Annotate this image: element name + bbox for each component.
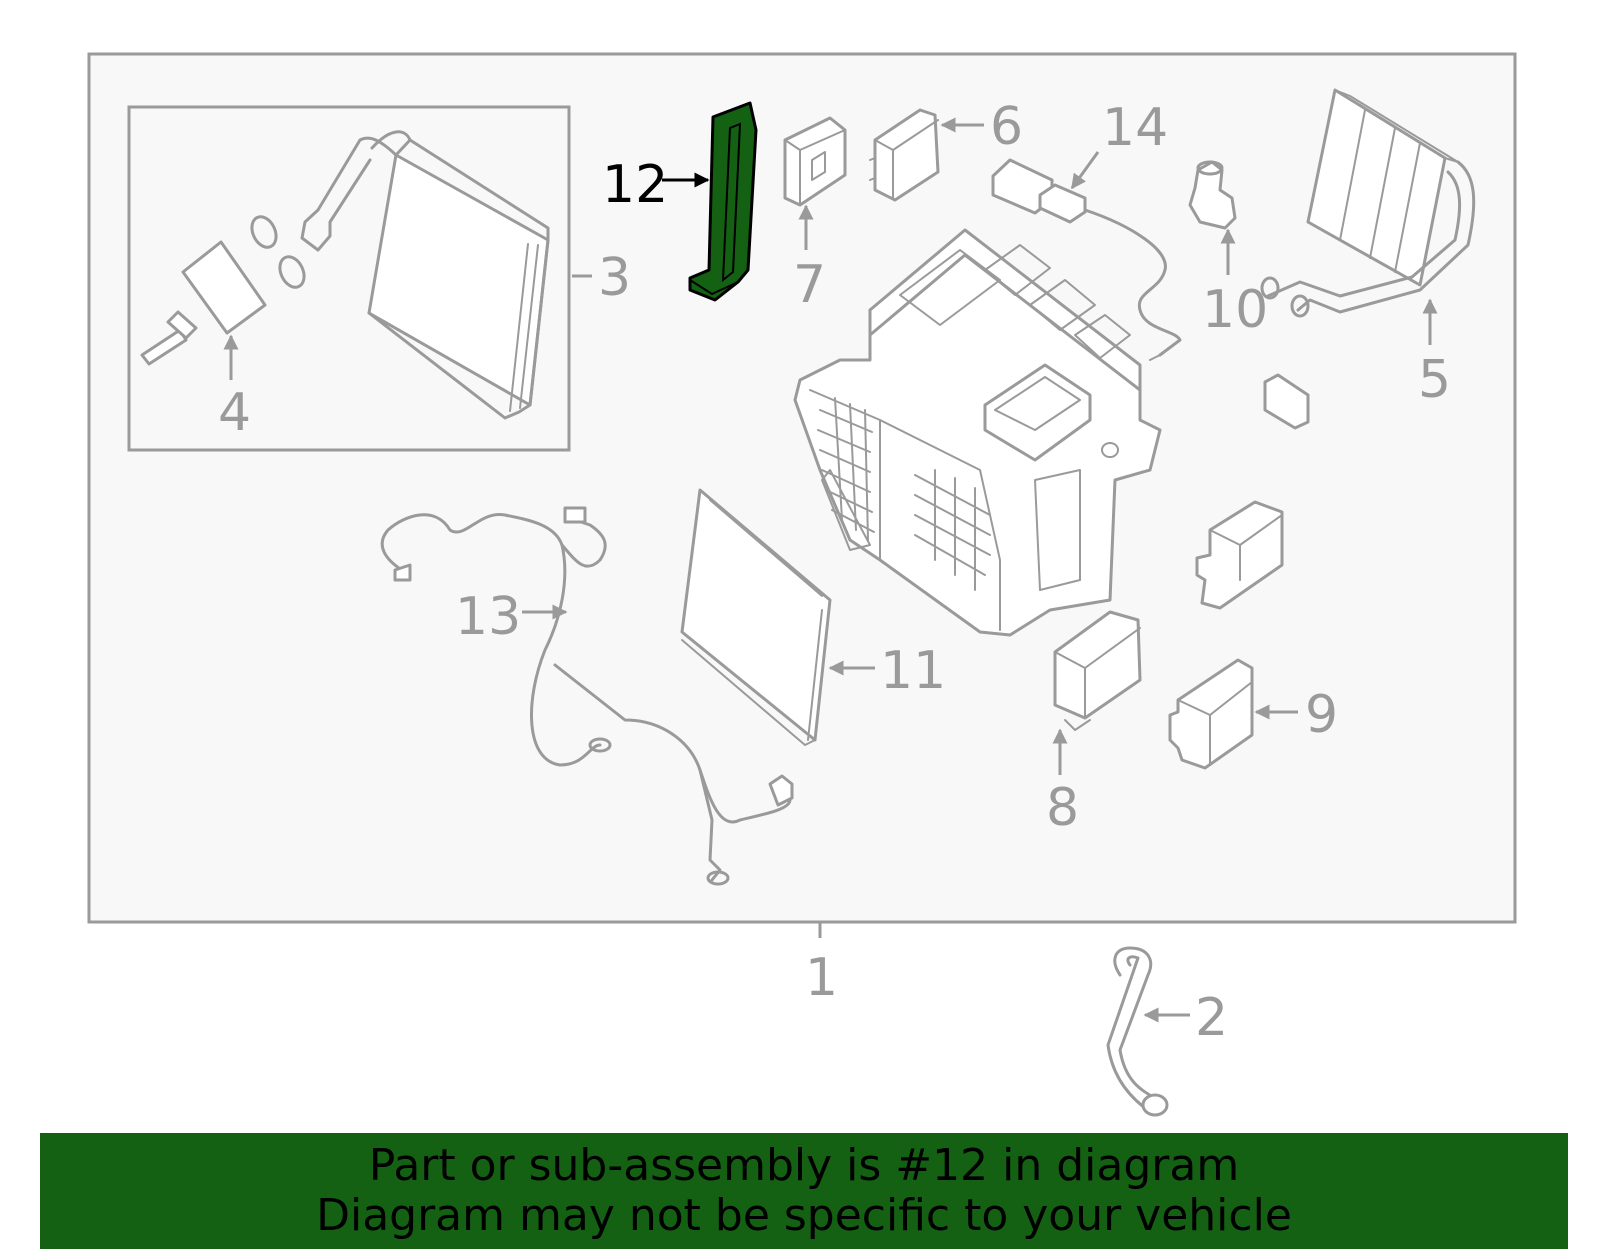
- part-2-drain-hose[interactable]: [1106, 946, 1190, 1117]
- part-5-heater-core[interactable]: [1260, 88, 1476, 345]
- callout-10: 10: [1202, 280, 1268, 340]
- callout-14: 14: [1102, 98, 1168, 158]
- evaporator-subassembly-box: [127, 105, 571, 452]
- part-9-module[interactable]: [1168, 658, 1298, 770]
- hvac-housing[interactable]: [793, 228, 1162, 637]
- banner-line-2: Diagram may not be specific to your vehi…: [316, 1190, 1292, 1241]
- part-7-bracket[interactable]: [783, 116, 847, 250]
- callout-7: 7: [793, 255, 826, 315]
- part-13-wire-harness[interactable]: [380, 506, 794, 886]
- callout-12: 12: [602, 155, 668, 215]
- part-11-cabin-filter[interactable]: [680, 488, 875, 746]
- callout-4: 4: [218, 383, 251, 443]
- info-banner: Part or sub-assembly is #12 in diagram D…: [40, 1133, 1568, 1249]
- callout-9: 9: [1305, 685, 1338, 745]
- callout-3: 3: [598, 248, 631, 308]
- part-6-module[interactable]: [869, 108, 984, 202]
- part-3-evaporator-core[interactable]: [247, 130, 550, 420]
- banner-line-1: Part or sub-assembly is #12 in diagram: [368, 1140, 1240, 1191]
- callout-6: 6: [990, 97, 1023, 157]
- callout-13: 13: [455, 587, 521, 647]
- callout-11: 11: [880, 641, 946, 701]
- callout-8: 8: [1046, 778, 1079, 838]
- part-14-sensor-harness[interactable]: [991, 151, 1182, 361]
- callout-2: 2: [1195, 988, 1228, 1048]
- part-12-highlighted[interactable]: [688, 101, 758, 302]
- callout-5: 5: [1418, 350, 1451, 410]
- callout-1: 1: [805, 948, 838, 1008]
- small-clip[interactable]: [1263, 373, 1310, 430]
- part-10-actuator[interactable]: [1188, 160, 1237, 275]
- part-8-module[interactable]: [1052, 610, 1142, 775]
- part-4-expansion-valve[interactable]: [140, 240, 267, 380]
- module-right-upper[interactable]: [1195, 500, 1284, 610]
